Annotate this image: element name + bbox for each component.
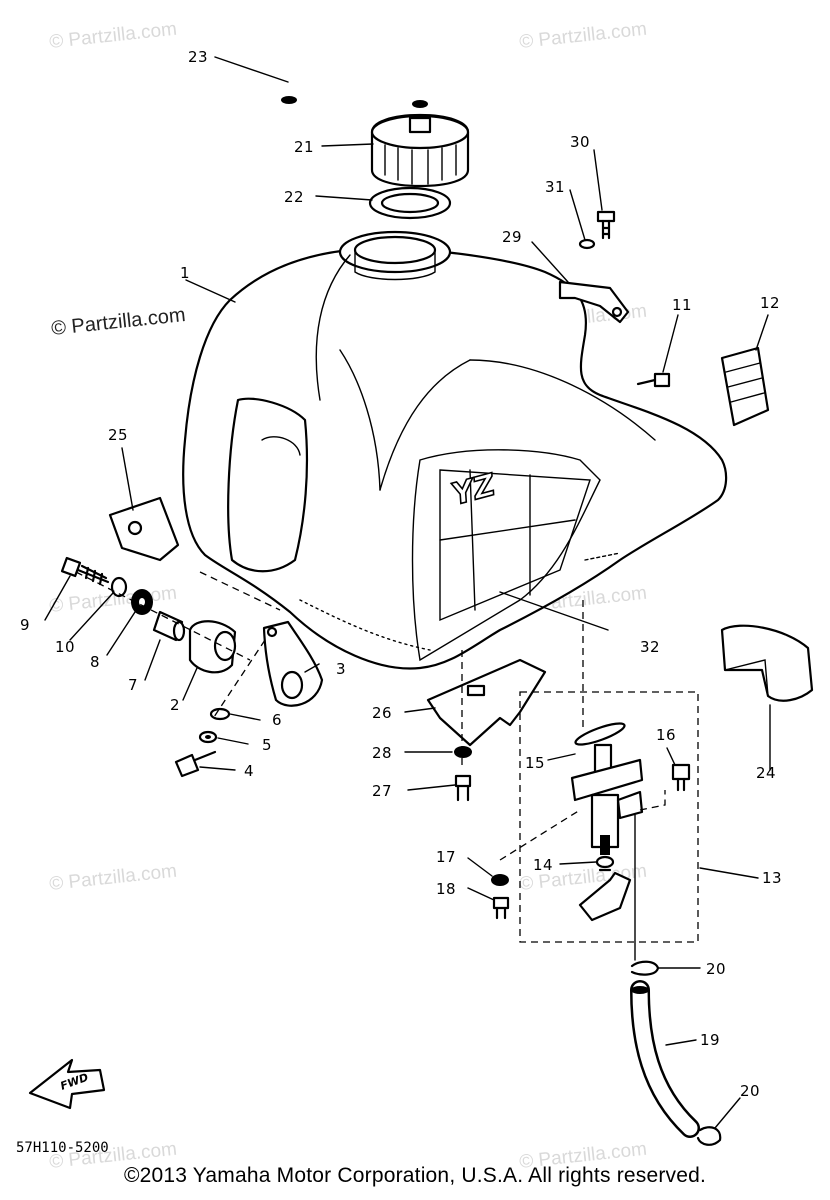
diagram-code: 57H110-5200 (16, 1140, 109, 1156)
part-25-mount-bracket[interactable] (108, 496, 180, 562)
callout-31: 31 (545, 178, 565, 196)
callout-7: 7 (128, 676, 138, 694)
watermark: © Partzilla.com (48, 19, 178, 53)
callout-5: 5 (262, 736, 272, 754)
part-26-plate[interactable] (426, 658, 547, 747)
part-15-oring[interactable] (574, 719, 627, 748)
callout-15: 15 (525, 754, 545, 772)
part-8-washer[interactable] (131, 589, 153, 615)
callout-4: 4 (244, 762, 254, 780)
part-2-damper[interactable] (188, 620, 237, 674)
callout-19: 19 (700, 1031, 720, 1049)
callout-23: 23 (188, 48, 208, 66)
fuel-cock-body[interactable] (570, 743, 644, 849)
callout-11: 11 (672, 296, 692, 314)
part-22-cap-gasket[interactable] (368, 186, 452, 220)
assembly-line (211, 639, 266, 721)
part-27-bolt[interactable] (454, 774, 472, 802)
assembly-line (199, 571, 281, 611)
part-29-bracket[interactable] (558, 280, 630, 324)
part-16-screw[interactable] (671, 763, 691, 792)
part-14-oring-spring[interactable] (595, 835, 615, 872)
callout-20-upper: 20 (706, 960, 726, 978)
callout-13: 13 (762, 869, 782, 887)
callout-1: 1 (180, 264, 190, 282)
part-31-washer[interactable] (578, 238, 596, 250)
callout-29: 29 (502, 228, 522, 246)
part-19-fuel-hose[interactable] (630, 980, 700, 1138)
part-21-fuel-cap[interactable] (370, 113, 470, 188)
callout-8: 8 (90, 653, 100, 671)
callout-9: 9 (20, 616, 30, 634)
assembly-line (75, 571, 251, 661)
callout-32: 32 (640, 638, 660, 656)
part-12-damper[interactable] (720, 346, 770, 427)
part-24-cover[interactable] (720, 624, 814, 702)
callout-28: 28 (372, 744, 392, 762)
part-17-washer[interactable] (491, 874, 509, 886)
part-7-collar[interactable] (152, 610, 186, 642)
callout-6: 6 (272, 711, 282, 729)
callout-labels: 23 21 22 1 25 30 31 29 11 12 9 10 8 7 2 … (20, 48, 782, 1100)
part-10-washer[interactable] (110, 576, 128, 598)
callout-18: 18 (436, 880, 456, 898)
part-20-clip-upper[interactable] (630, 960, 660, 976)
part-18-bolt[interactable] (492, 896, 510, 920)
part-1-fuel-tank[interactable]: YZ (182, 230, 728, 670)
callout-17: 17 (436, 848, 456, 866)
callout-26: 26 (372, 704, 392, 722)
watermark: © Partzilla.com (50, 304, 186, 340)
callout-22: 22 (284, 188, 304, 206)
part-30-bolt[interactable] (596, 210, 616, 240)
part-20-clip-lower[interactable] (696, 1126, 722, 1146)
callout-2: 2 (170, 696, 180, 714)
callout-10: 10 (55, 638, 75, 656)
part-5-washer[interactable] (198, 730, 218, 744)
assembly-line (499, 809, 581, 861)
watermark: © Partzilla.com (48, 861, 178, 895)
assembly-line (639, 790, 666, 811)
callout-14: 14 (533, 856, 553, 874)
callout-21: 21 (294, 138, 314, 156)
callout-27: 27 (372, 782, 392, 800)
part-3-bracket[interactable] (262, 620, 324, 707)
callout-16: 16 (656, 726, 676, 744)
fuel-cock-lever[interactable] (578, 871, 632, 922)
callout-12: 12 (760, 294, 780, 312)
part-23-breather-hose[interactable] (280, 28, 428, 112)
watermark: © Partzilla.com (518, 19, 648, 53)
callout-24: 24 (756, 764, 776, 782)
callout-3: 3 (336, 660, 346, 678)
callout-20-lower: 20 (740, 1082, 760, 1100)
part-13-fuel-cock-assembly[interactable] (519, 691, 699, 943)
part-9-bolt[interactable] (60, 556, 110, 586)
callout-25: 25 (108, 426, 128, 444)
part-28-washer[interactable] (454, 746, 472, 758)
callout-30: 30 (570, 133, 590, 151)
part-4-bolt[interactable] (174, 750, 217, 778)
leader-lines (44, 56, 771, 1129)
forward-arrow: FWD (28, 1058, 106, 1110)
copyright-notice: ©2013 Yamaha Motor Corporation, U.S.A. A… (123, 1164, 707, 1187)
part-11-bolt[interactable] (636, 372, 671, 388)
part-6-nut[interactable] (209, 707, 231, 721)
